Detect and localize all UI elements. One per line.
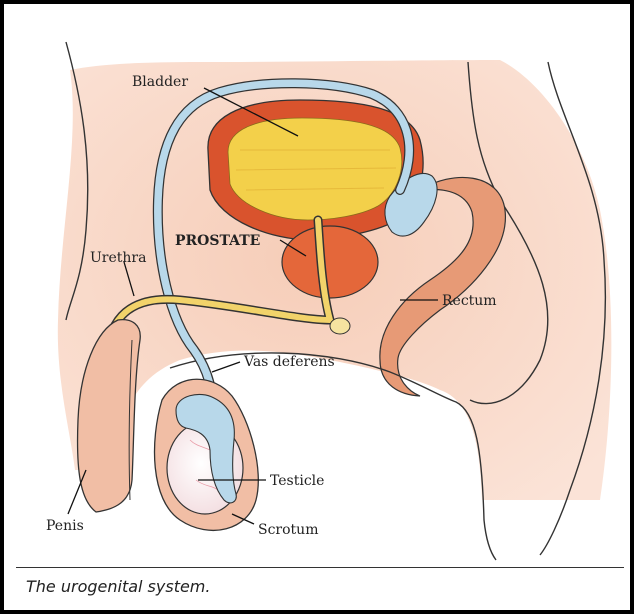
prostate bbox=[282, 226, 378, 298]
rectum-label: Rectum bbox=[442, 293, 497, 309]
penis-label: Penis bbox=[46, 518, 84, 534]
bladder-label: Bladder bbox=[132, 74, 188, 90]
vas-deferens-leader bbox=[212, 362, 240, 372]
figure-caption: The urogenital system. bbox=[26, 577, 210, 596]
scrotum-label: Scrotum bbox=[258, 522, 318, 538]
vas-deferens-label: Vas deferens bbox=[243, 354, 335, 370]
bulbourethral-gland bbox=[330, 318, 350, 334]
urethra-label: Urethra bbox=[90, 250, 146, 266]
caption-divider bbox=[16, 567, 624, 568]
prostate-label: PROSTATE bbox=[175, 233, 260, 249]
testicle-label: Testicle bbox=[270, 473, 324, 489]
